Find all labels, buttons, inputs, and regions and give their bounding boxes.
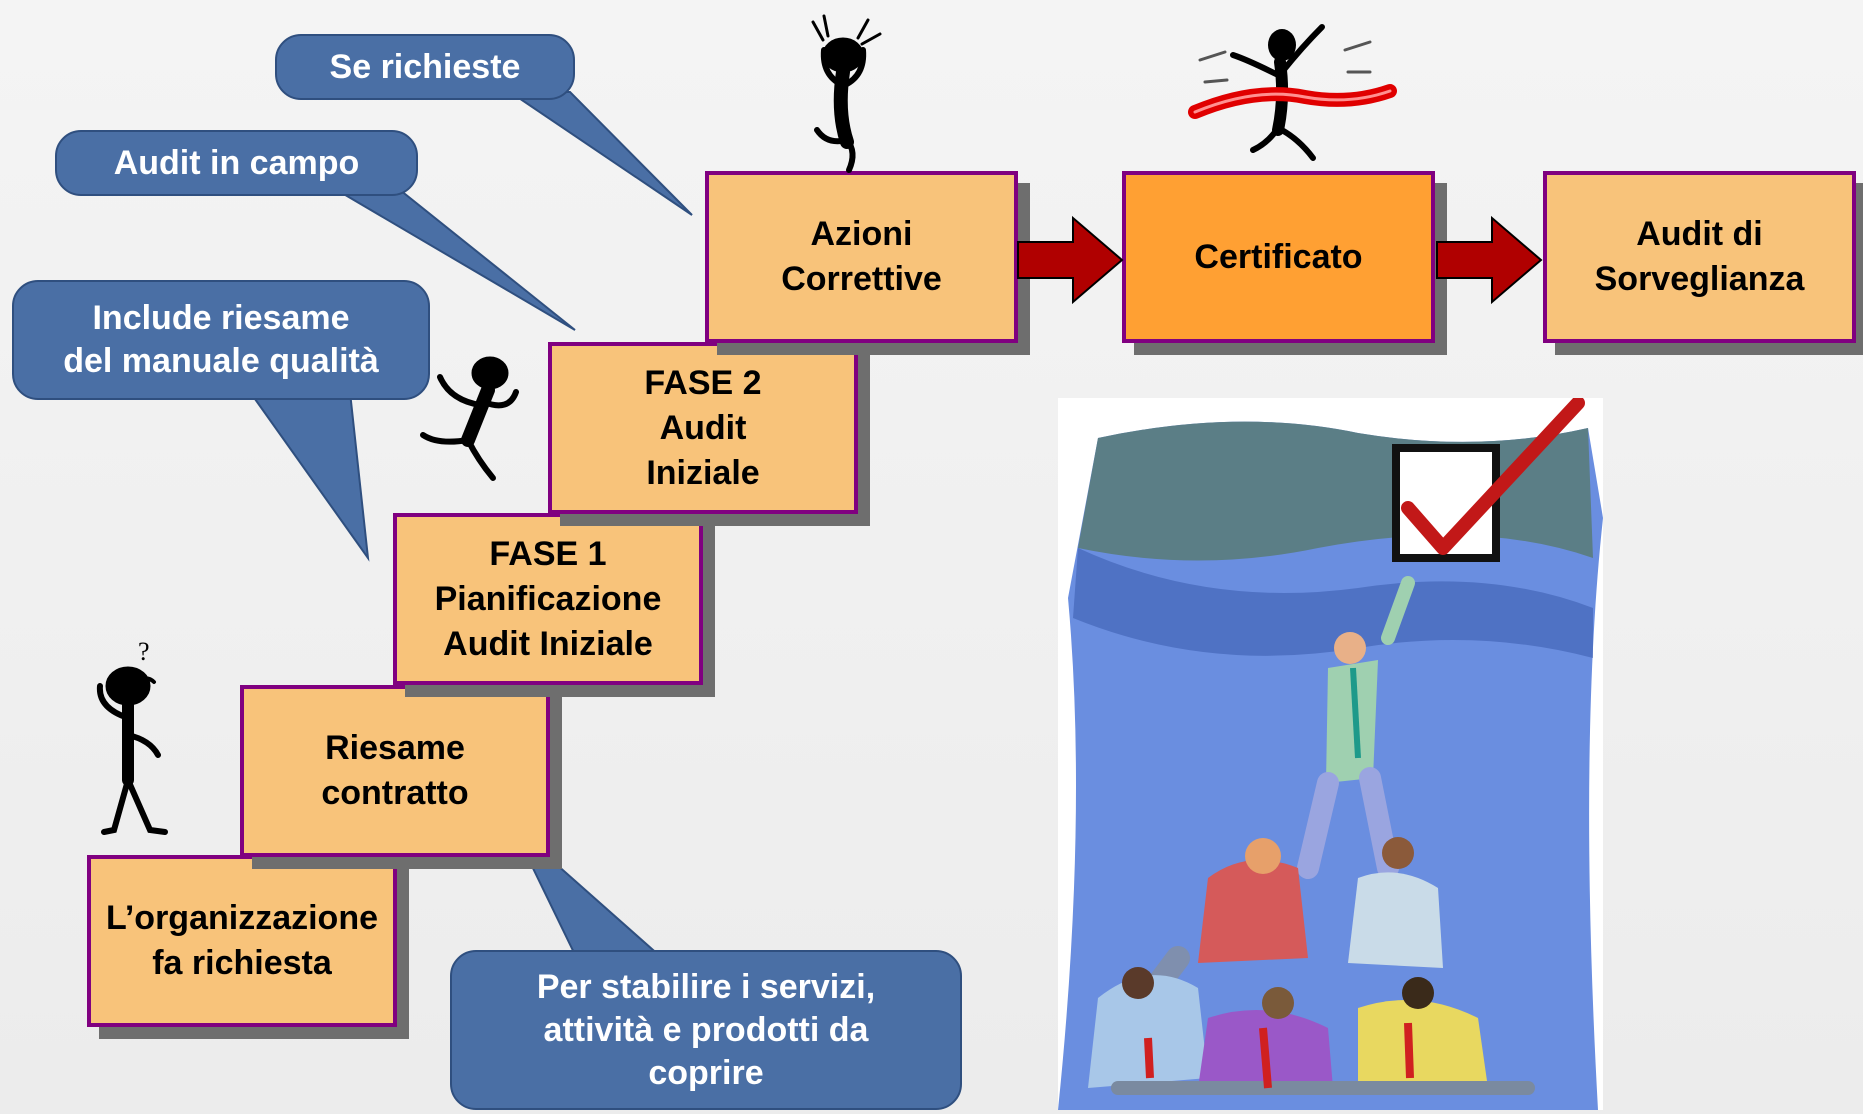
step-certificate: Certificato (1122, 171, 1435, 343)
callout-per-stabilire: Per stabilire i servizi, attività e prod… (450, 950, 962, 1110)
callout-include-riesame: Include riesame del manuale qualità (12, 280, 430, 400)
thinking-figure-icon: ? (96, 637, 168, 835)
step-contract-review: Riesame contratto (240, 685, 550, 857)
step-phase2: FASE 2 Audit Iniziale (548, 342, 858, 514)
step-phase1: FASE 1 Pianificazione Audit Iniziale (393, 513, 703, 685)
running-figure-icon (420, 356, 519, 481)
finish-line-figure-icon (1188, 24, 1397, 161)
svg-text:?: ? (138, 637, 150, 666)
teamwork-pyramid-checkmark-illustration (1058, 398, 1603, 1110)
step-corrective-actions: Azioni Correttive (705, 171, 1018, 343)
callout-se-richieste: Se richieste (275, 34, 575, 100)
callout-audit-in-campo: Audit in campo (55, 130, 418, 196)
arrow-to-certificate (1017, 215, 1124, 305)
step-request: L’organizzazione fa richiesta (87, 855, 397, 1027)
arrow-to-surveillance (1436, 215, 1543, 305)
step-surveillance: Audit di Sorveglianza (1543, 171, 1856, 343)
frustrated-figure-icon (811, 14, 882, 173)
